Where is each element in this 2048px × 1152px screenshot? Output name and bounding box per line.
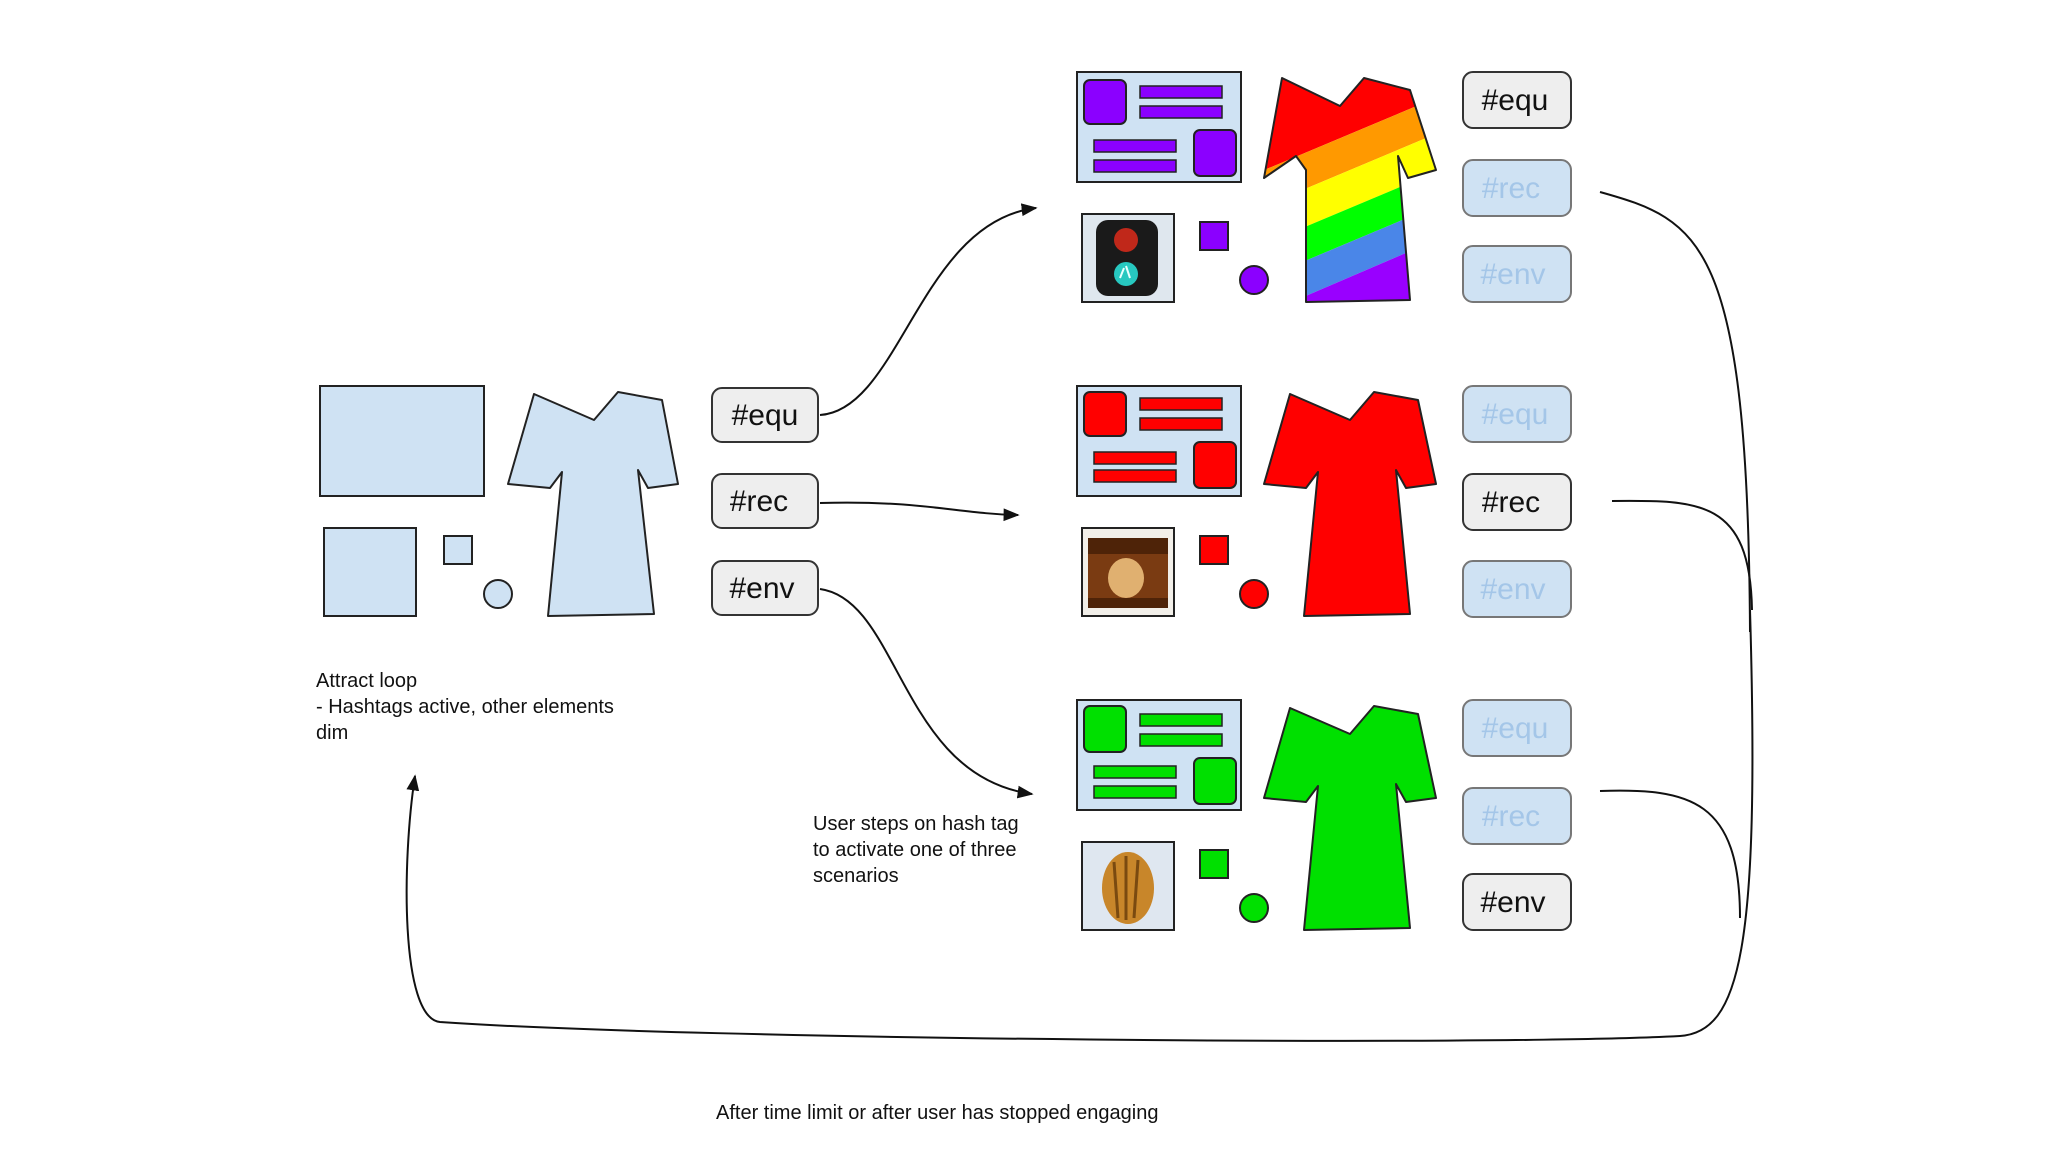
steps-caption: User steps on hash tag to activate one o… [813, 813, 1024, 887]
attract-photo-placeholder [323, 527, 417, 617]
attract-caption: Attract loop - Hashtags active, other el… [316, 670, 619, 744]
scenario-equ-hashtag-equ-label: #equ [1482, 84, 1549, 117]
scenario-env-hashtag-env[interactable]: #env [1462, 873, 1572, 931]
attract-hashtag-env[interactable]: #env [711, 560, 819, 616]
scenario-rec-hashtag-equ[interactable]: #equ [1462, 385, 1572, 443]
scenario-rec-panel [1076, 385, 1242, 497]
return-line-scenario-equ [1599, 191, 1751, 633]
arrow-equ-to-scenario [819, 203, 1038, 416]
scenario-rec-hashtag-env[interactable]: #env [1462, 560, 1572, 618]
attract-hashtag-equ[interactable]: #equ [711, 387, 819, 443]
arrow-env-to-scenario [819, 588, 1034, 799]
return-line-scenario-rec [1611, 499, 1753, 611]
scenario-env: #equ #rec #env [1076, 699, 1572, 931]
scenario-equ-circle-icon [1239, 265, 1269, 295]
attract-circle-icon [483, 579, 513, 609]
attract-square-icon [443, 535, 473, 565]
scenario-rec-hashtag-equ-label: #equ [1482, 398, 1549, 431]
scenario-equ: #equ #rec #env [1076, 71, 1572, 303]
scenario-env-circle-icon [1239, 893, 1269, 923]
green-dress-icon [1263, 705, 1437, 931]
pedestrian-signal-photo [1081, 213, 1175, 303]
scenario-equ-panel [1076, 71, 1242, 183]
attract-hashtag-rec[interactable]: #rec [711, 473, 819, 529]
rainbow-dress-icon [1263, 77, 1437, 303]
scenario-env-panel [1076, 699, 1242, 811]
attract-hashtag-equ-label: #equ [732, 399, 799, 432]
attract-panel-placeholder [319, 385, 485, 497]
return-loop-arrow [405, 609, 1754, 1042]
attract-hashtag-env-label: #env [729, 572, 794, 605]
scenario-env-square-icon [1199, 849, 1229, 879]
scenario-equ-square-icon [1199, 221, 1229, 251]
attract-hashtag-rec-label: #rec [730, 485, 788, 518]
scenario-rec-hashtag-rec[interactable]: #rec [1462, 473, 1572, 531]
scenario-env-hashtag-rec[interactable]: #rec [1462, 787, 1572, 845]
scenario-rec-hashtag-rec-label: #rec [1482, 486, 1540, 519]
scenario-rec-circle-icon [1239, 579, 1269, 609]
scenario-rec-square-icon [1199, 535, 1229, 565]
scenario-env-hashtag-env-label: #env [1480, 886, 1545, 919]
scenario-env-hashtag-equ[interactable]: #equ [1462, 699, 1572, 757]
red-dress-icon [1263, 391, 1437, 617]
scenario-equ-hashtag-env[interactable]: #env [1462, 245, 1572, 303]
attract-screen: #equ #rec #env Attract loop - Hashtags a… [316, 385, 819, 744]
scenario-rec-hashtag-env-label: #env [1480, 573, 1545, 606]
return-line-scenario-env [1599, 789, 1741, 919]
connectors [405, 191, 1754, 1042]
honeycomb-photo [1081, 841, 1175, 931]
scenario-rec: #equ #rec #env [1076, 385, 1572, 618]
bottom-caption: After time limit or after user has stopp… [716, 1102, 1158, 1124]
scenario-env-hashtag-equ-label: #equ [1482, 712, 1549, 745]
wooden-chest-photo [1081, 527, 1175, 617]
scenario-equ-hashtag-env-label: #env [1480, 258, 1545, 291]
arrow-rec-to-scenario [819, 501, 1020, 522]
attract-dress-icon [507, 391, 679, 617]
scenario-env-hashtag-rec-label: #rec [1482, 800, 1540, 833]
scenario-equ-hashtag-rec[interactable]: #rec [1462, 159, 1572, 217]
scenario-equ-hashtag-equ[interactable]: #equ [1462, 71, 1572, 129]
scenario-equ-hashtag-rec-label: #rec [1482, 172, 1540, 205]
